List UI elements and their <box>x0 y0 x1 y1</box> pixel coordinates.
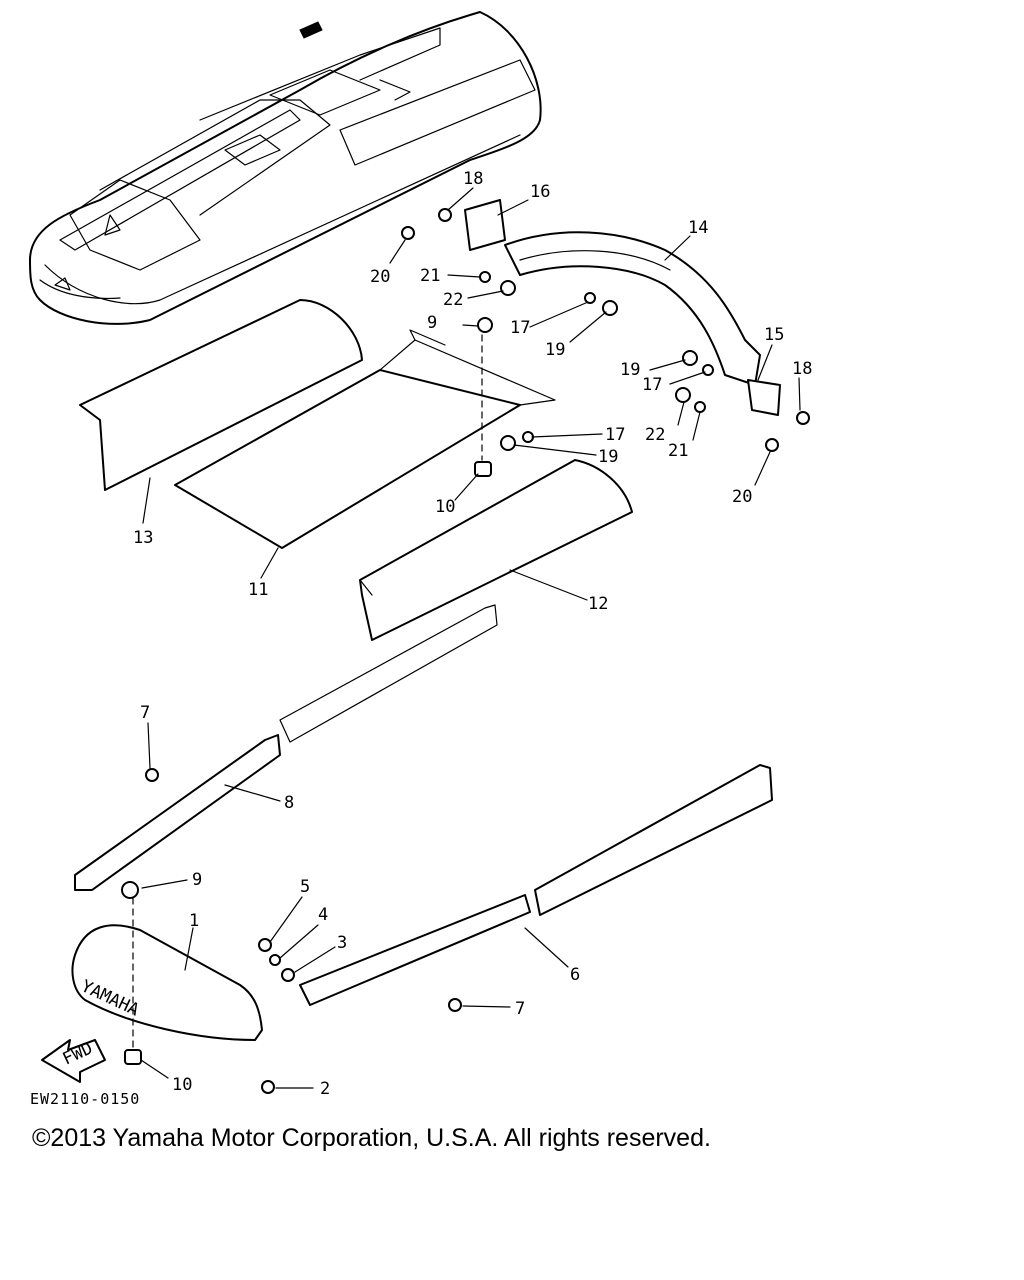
screw-icon <box>145 768 159 782</box>
callout-22b: 22 <box>645 425 665 445</box>
washer-icon <box>694 401 706 413</box>
callout-19a: 19 <box>545 340 565 360</box>
callout-10a: 10 <box>172 1075 192 1095</box>
copyright-notice: ©2013 Yamaha Motor Corporation, U.S.A. A… <box>32 1124 711 1152</box>
hardware <box>121 199 810 1094</box>
drawing-code: EW2110-0150 <box>30 1090 141 1108</box>
callout-numbers: 1 2 3 4 5 6 7 7 8 9 9 10 10 11 12 13 14 … <box>133 169 812 1099</box>
washer-icon <box>479 271 491 283</box>
gunwale-rail-part-8 <box>74 604 498 891</box>
callout-7a: 7 <box>515 999 525 1019</box>
callout-19c: 19 <box>598 447 618 467</box>
washer-icon <box>702 364 714 376</box>
callout-17b: 17 <box>642 375 662 395</box>
leader-lines <box>132 187 801 1089</box>
callout-5: 5 <box>300 877 310 897</box>
bracket-icon <box>464 199 506 251</box>
callout-18a: 18 <box>463 169 483 189</box>
nut-icon <box>675 387 691 403</box>
callout-15: 15 <box>764 325 784 345</box>
brand-text: YAMAHA <box>78 976 142 1020</box>
callout-3: 3 <box>337 933 347 953</box>
callout-21b: 21 <box>668 441 688 461</box>
washer-icon <box>269 954 281 966</box>
screw-icon <box>448 998 462 1012</box>
bracket-icon <box>747 379 781 416</box>
callout-20a: 20 <box>370 267 390 287</box>
callout-22a: 22 <box>443 290 463 310</box>
washer-icon <box>584 292 596 304</box>
floor-mat-part-11 <box>174 329 556 549</box>
washer-icon <box>281 968 295 982</box>
nut-icon <box>124 1049 142 1065</box>
callout-2: 2 <box>320 1079 330 1099</box>
nut-icon <box>474 461 492 477</box>
fwd-arrow: FWD <box>41 1038 106 1083</box>
gunwale-rail-part-6 <box>299 764 773 1006</box>
callout-17a: 17 <box>510 318 530 338</box>
callout-11: 11 <box>248 580 268 600</box>
nut-icon <box>500 280 516 296</box>
callout-19b: 19 <box>620 360 640 380</box>
screw-icon <box>438 208 452 222</box>
callout-16: 16 <box>530 182 550 202</box>
nut-icon <box>682 350 698 366</box>
callout-9a: 9 <box>192 870 202 890</box>
watercraft-hull <box>29 11 542 325</box>
callout-4: 4 <box>318 905 328 925</box>
screw-icon <box>401 226 415 240</box>
rear-bumper-part-14 <box>504 231 761 386</box>
screw-icon <box>477 317 493 333</box>
callout-13: 13 <box>133 528 153 548</box>
callout-17c: 17 <box>605 425 625 445</box>
callout-20b: 20 <box>732 487 752 507</box>
nut-icon <box>500 435 516 451</box>
nut-icon <box>258 938 272 952</box>
callout-10b: 10 <box>435 497 455 517</box>
screw-icon <box>121 881 139 899</box>
callout-1: 1 <box>189 911 199 931</box>
callout-12: 12 <box>588 594 608 614</box>
callout-18b: 18 <box>792 359 812 379</box>
side-panel-part-13 <box>79 299 363 491</box>
callout-8: 8 <box>284 793 294 813</box>
screw-icon <box>765 438 779 452</box>
callout-6: 6 <box>570 965 580 985</box>
screw-icon <box>261 1080 275 1094</box>
front-bumper-part-1: YAMAHA <box>71 924 263 1041</box>
side-panel-part-12 <box>359 459 633 641</box>
callout-14: 14 <box>688 218 708 238</box>
callout-21a: 21 <box>420 266 440 286</box>
callout-7b: 7 <box>140 703 150 723</box>
screw-icon <box>796 411 810 425</box>
nut-icon <box>602 300 618 316</box>
callout-9b: 9 <box>427 313 437 333</box>
